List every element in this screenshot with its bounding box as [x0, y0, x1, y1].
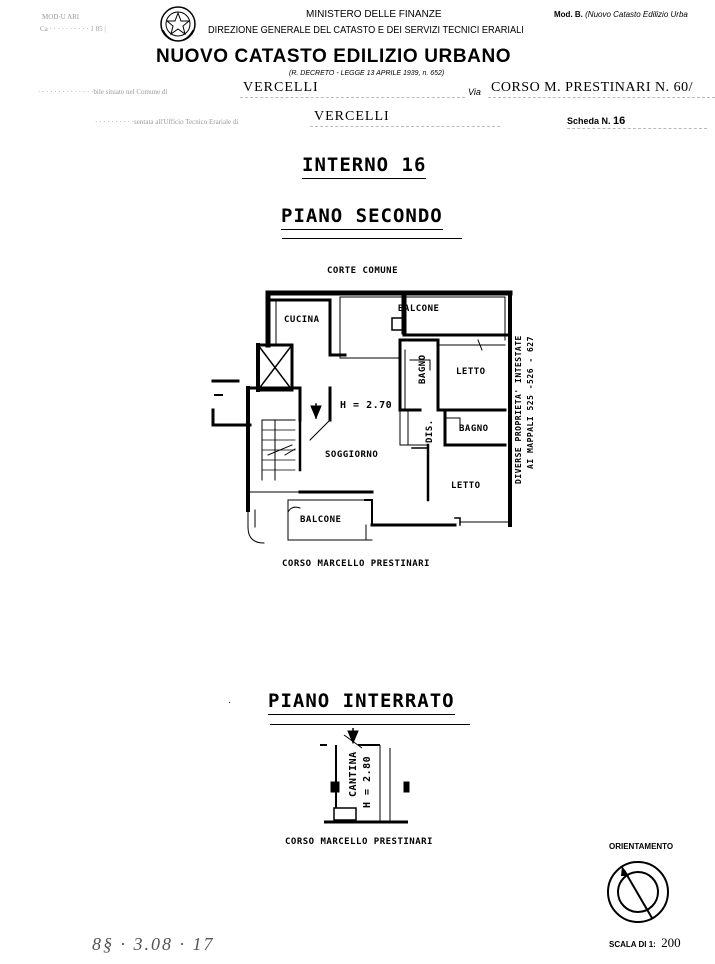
side-note-1: DIVERSE PROPRIETA' INTESTATE — [514, 335, 523, 484]
model-desc: (Nuovo Catasto Edilizio Urba — [585, 10, 688, 19]
emblem-icon — [160, 6, 196, 42]
form-line2-prefix: · · · · · · · · · ·sentata all'Ufficio T… — [95, 118, 239, 126]
room-letto-top: LETTO — [456, 367, 486, 377]
corte-comune-label: CORTE COMUNE — [327, 266, 399, 276]
room-balcone-bottom: BALCONE — [300, 515, 342, 525]
orientation-label: ORIENTAMENTO — [609, 842, 674, 851]
scheda-value: 16 — [613, 115, 626, 127]
basement-height: H = 2.80 — [362, 755, 373, 808]
room-letto-bottom: LETTO — [451, 481, 481, 491]
basement-title: PIANO INTERRATO — [268, 690, 455, 715]
unit-title: INTERNO 16 — [302, 154, 427, 179]
scheda: Scheda N. 16 — [567, 115, 625, 127]
basement-street-label: CORSO MARCELLO PRESTINARI — [285, 837, 433, 847]
room-bagno: BAGNO — [459, 424, 489, 434]
via-label: Via — [468, 87, 481, 97]
form-line1-prefix: · · · · · · · · · · · · · ·bile situato … — [38, 88, 168, 96]
room-cantina: CANTINA — [348, 751, 359, 797]
main-title: NUOVO CATASTO EDILIZIO URBANO — [156, 46, 512, 67]
room-balcone-top: BALCONE — [398, 304, 440, 314]
room-soggiorno: SOGGIORNO — [325, 450, 379, 460]
margin-note-top-left-2: Ca · · · · · · · · · · 1 85 | — [40, 25, 106, 33]
compass-icon — [607, 861, 669, 923]
directorate-name: DIREZIONE GENERALE DEL CATASTO E DEI SER… — [208, 25, 524, 36]
ministry-name: MINISTERO DELLE FINANZE — [306, 9, 442, 20]
decree-note: (R. DECRETO - LEGGE 13 APRILE 1939, n. 6… — [289, 70, 445, 77]
scale-value: 200 — [661, 935, 681, 950]
via-value: CORSO M. PRESTINARI N. 60/ — [491, 80, 694, 95]
margin-note-top-left: MOD·U ARI — [42, 13, 80, 21]
room-cucina: CUCINA — [284, 315, 320, 325]
bullet-mark: · — [228, 697, 232, 708]
room-bagno-vertical: BAGNO — [418, 354, 428, 384]
scale: SCALA DI 1: 200 — [609, 935, 681, 951]
comune-value: VERCELLI — [243, 80, 319, 95]
scheda-label: Scheda N. — [567, 116, 611, 126]
model-label: Mod. B. — [554, 10, 583, 19]
height-label: H = 2.70 — [340, 400, 393, 411]
model-ref: Mod. B. (Nuovo Catasto Edilizio Urba — [554, 10, 688, 19]
scale-label: SCALA DI 1: — [609, 940, 656, 949]
handwritten-note: 8§ · 3.08 · 17 — [92, 934, 215, 954]
floor-title: PIANO SECONDO — [281, 205, 443, 230]
ufficio-value: VERCELLI — [314, 109, 390, 124]
side-note-2: AI MAPPALI 525 -526 - 627 — [526, 336, 535, 469]
room-dis: DIS. — [425, 419, 435, 443]
street-label: CORSO MARCELLO PRESTINARI — [282, 559, 430, 569]
